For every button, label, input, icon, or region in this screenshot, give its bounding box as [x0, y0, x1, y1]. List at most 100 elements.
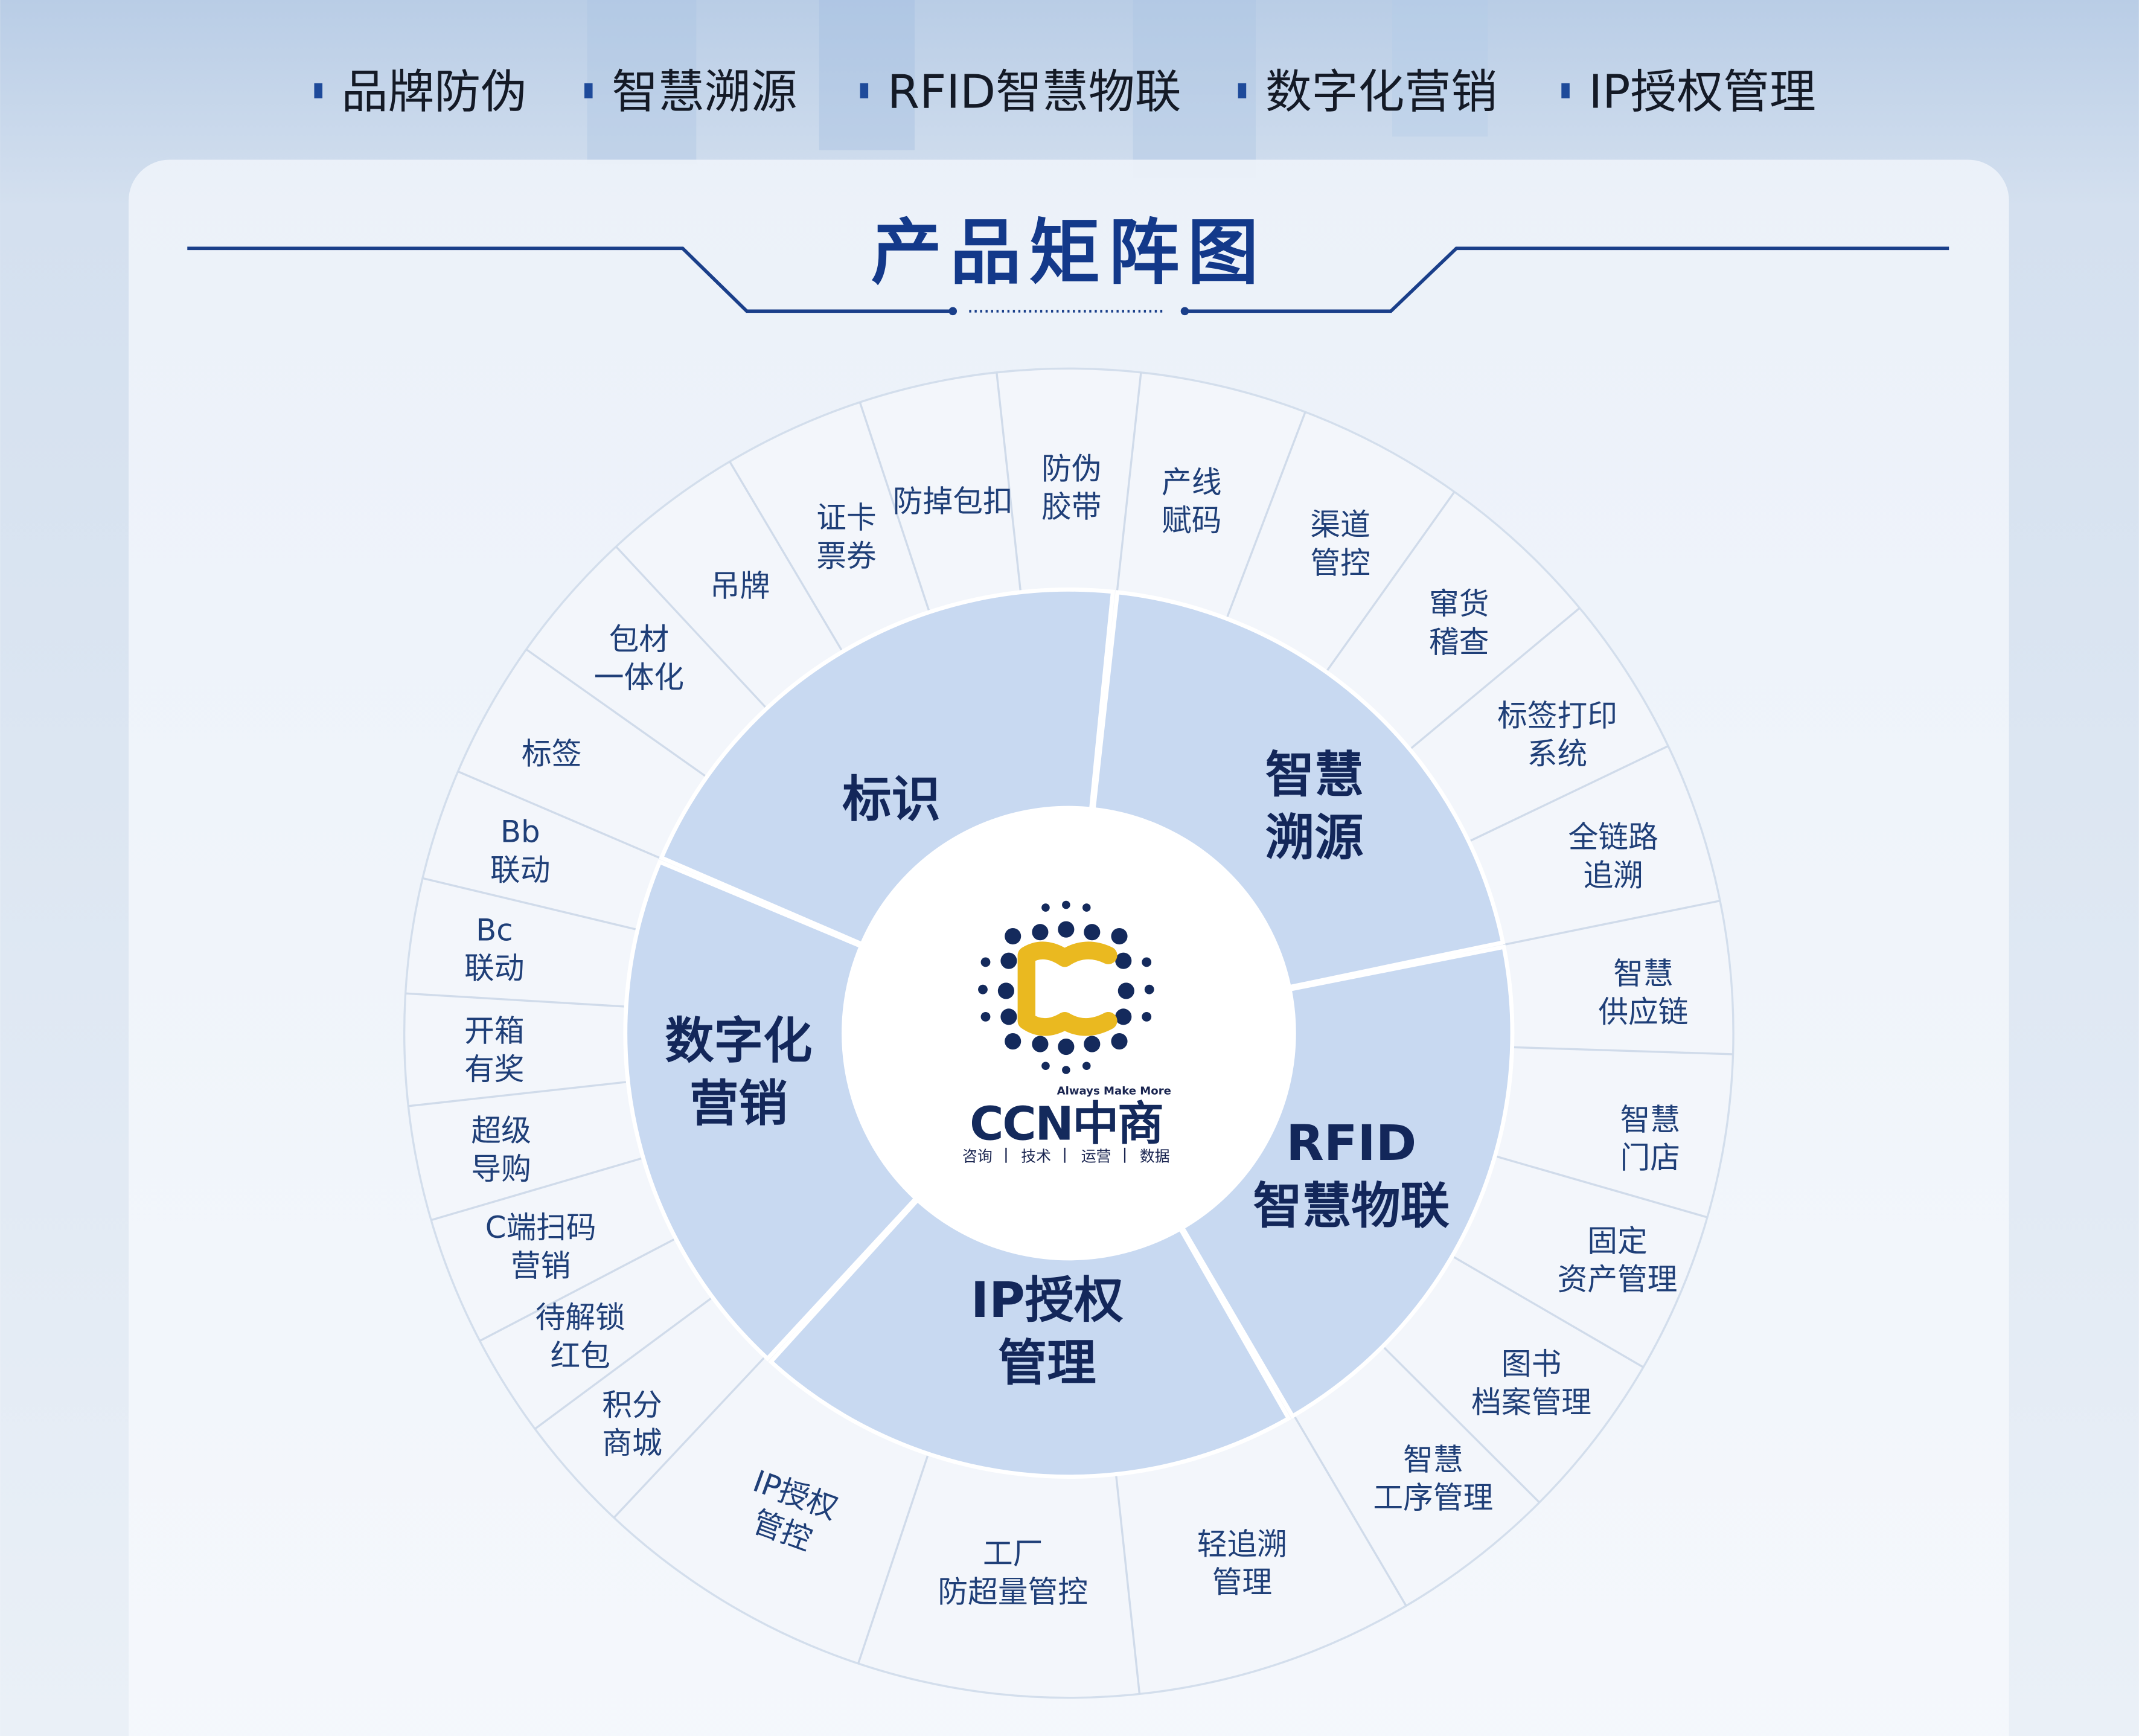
outer-divider — [1451, 1255, 1644, 1368]
outer-divider — [1293, 1415, 1407, 1607]
product-item-label: 工序管理 — [1373, 1481, 1493, 1516]
logo-services: 咨询技术运营数据 — [962, 1147, 1170, 1165]
nav-item: RFID智慧物联 — [887, 66, 1181, 120]
bullet-icon — [1561, 83, 1570, 98]
outer-divider — [729, 461, 843, 653]
product-item-label: 智慧 — [1620, 1102, 1680, 1137]
nav-item: 品牌防伪 — [342, 66, 527, 120]
segment-label: 管理 — [998, 1334, 1096, 1392]
segment-sector[interactable] — [659, 588, 1116, 947]
product-item[interactable]: 防掉包扣 — [893, 484, 1013, 519]
outer-divider — [1114, 1474, 1141, 1694]
product-item-label: 导购 — [471, 1151, 531, 1187]
segment-label: IP授权 — [971, 1272, 1124, 1329]
product-item-label: 防超量管控 — [938, 1574, 1088, 1609]
outer-divider — [1494, 1155, 1708, 1219]
segment-label: 标识 — [842, 771, 941, 828]
product-item-label: 渠道 — [1310, 507, 1370, 542]
ccn-logo: Always Make More CCN中商 咨询技术运营数据 — [843, 808, 1294, 1258]
product-item-label: 系统 — [1527, 737, 1587, 772]
product-item-label: 管理 — [1212, 1565, 1272, 1600]
product-item-label: 营销 — [511, 1248, 571, 1283]
product-item[interactable]: 吊牌 — [710, 569, 770, 604]
outer-divider — [1468, 745, 1669, 843]
segment-label: 营销 — [689, 1075, 788, 1133]
product-item-label: 资产管理 — [1558, 1262, 1678, 1297]
product-item-label: 供应链 — [1598, 995, 1688, 1030]
bullet-icon — [1238, 83, 1247, 98]
product-item-label: 产线 — [1162, 465, 1221, 500]
outer-divider — [1512, 1046, 1733, 1055]
nav-item: 数字化营销 — [1265, 66, 1497, 120]
product-item-label: 积分 — [602, 1388, 662, 1423]
nav-item: IP授权管理 — [1589, 66, 1816, 120]
logo-service: 技术 — [1021, 1147, 1051, 1165]
outer-divider — [1408, 607, 1581, 751]
outer-divider — [534, 1296, 714, 1430]
outer-divider — [1116, 372, 1142, 592]
product-item-label: 窜货 — [1429, 586, 1489, 621]
product-item-label: 胶带 — [1041, 490, 1101, 525]
logo-tagline: Always Make More — [1057, 1085, 1171, 1098]
product-item-label: 联动 — [490, 853, 550, 888]
product-item-label: 商城 — [602, 1426, 662, 1461]
segment-label: 数字化 — [665, 1013, 812, 1070]
product-item-label: 红包 — [550, 1338, 610, 1373]
logo-service: 咨询 — [962, 1147, 993, 1165]
nav-item: 智慧溯源 — [612, 66, 797, 120]
outer-divider — [525, 649, 708, 778]
product-item-label: Bc — [476, 912, 513, 947]
outer-divider — [457, 770, 662, 860]
product-item-label: 票券 — [816, 539, 876, 574]
outer-divider — [613, 1356, 766, 1519]
segment-label: 溯源 — [1265, 809, 1364, 866]
product-item-label: Bb — [500, 815, 540, 850]
product-item-label: C端扫码 — [485, 1210, 596, 1245]
product-item-label: 一体化 — [594, 660, 684, 695]
product-item-label: 有奖 — [464, 1052, 524, 1087]
outer-divider — [405, 992, 627, 1008]
background-decor — [587, 0, 1488, 178]
bullet-icon — [584, 83, 593, 98]
outer-divider — [430, 1156, 644, 1222]
product-item[interactable]: 标签 — [522, 737, 581, 772]
product-item-label: 超级 — [471, 1113, 531, 1148]
product-item-label: 防伪 — [1041, 451, 1101, 486]
product-item-label: 轻追溯 — [1197, 1526, 1287, 1561]
product-item-label: 固定 — [1587, 1224, 1647, 1259]
product-item-label: 证卡 — [816, 501, 876, 536]
outer-divider — [858, 402, 931, 613]
logo-dots-icon — [978, 900, 1154, 1074]
outer-divider — [479, 1237, 677, 1342]
logo-circle — [843, 808, 1294, 1258]
outer-divider — [1503, 900, 1721, 946]
bullet-icon — [860, 83, 869, 98]
outer-divider — [857, 1453, 930, 1664]
outer-divider — [996, 372, 1022, 592]
segment-label: 智慧 — [1265, 746, 1364, 804]
